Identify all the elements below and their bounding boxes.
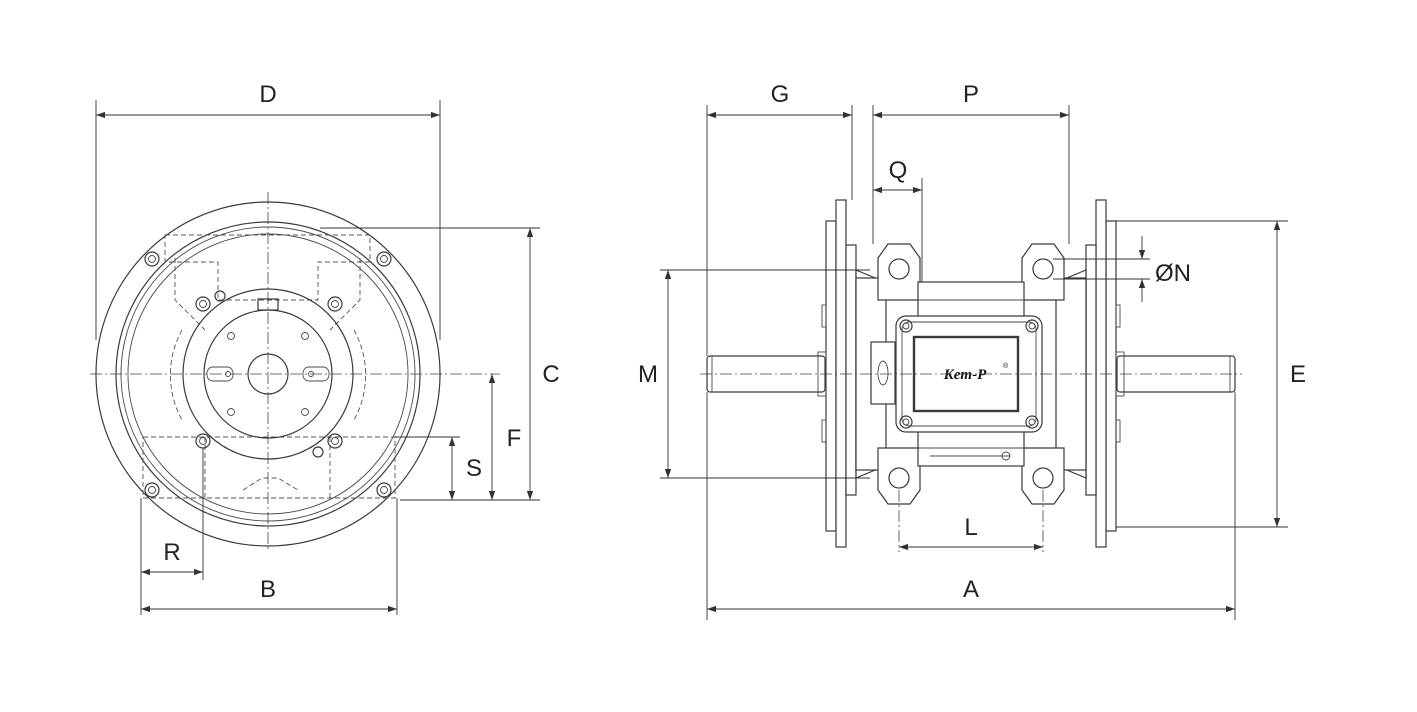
dim-A: A xyxy=(706,392,1236,620)
dim-M: M xyxy=(638,269,870,479)
flange-left-collar xyxy=(845,244,857,496)
side-view: Kem-P ® G P xyxy=(638,81,1306,620)
hidden-housing xyxy=(142,234,396,499)
flange-right-collar xyxy=(1085,244,1097,496)
label-F: F xyxy=(507,425,522,452)
dim-R: R xyxy=(140,448,204,615)
flange-right-outer xyxy=(1105,220,1117,532)
dim-E: E xyxy=(1116,220,1306,528)
label-M: M xyxy=(638,361,658,388)
dim-N: ØN xyxy=(1053,236,1191,302)
flange-left-inner xyxy=(835,199,847,548)
dim-B: B xyxy=(141,498,398,615)
label-C: C xyxy=(542,361,559,388)
dim-G: G xyxy=(706,81,853,356)
label-G: G xyxy=(771,81,790,108)
label-N: ØN xyxy=(1155,260,1191,287)
brand-logo: Kem-P xyxy=(943,367,987,383)
mounting-bolts xyxy=(144,251,392,498)
flange-right-inner xyxy=(1095,199,1107,548)
label-P: P xyxy=(963,81,979,108)
dim-D: D xyxy=(95,81,441,340)
front-view: D C F S R B xyxy=(90,81,560,615)
flange-left-outer xyxy=(825,220,837,532)
mounting-lugs xyxy=(877,243,1065,505)
label-D: D xyxy=(259,81,276,108)
label-R: R xyxy=(163,539,180,566)
label-A: A xyxy=(963,576,979,603)
label-L: L xyxy=(964,514,977,541)
dim-Q: Q xyxy=(873,157,923,282)
registered-mark: ® xyxy=(1003,362,1009,370)
label-E: E xyxy=(1290,361,1306,388)
label-B: B xyxy=(260,576,276,603)
dim-F: F xyxy=(488,374,522,500)
hub-holes xyxy=(227,332,309,416)
label-S: S xyxy=(466,455,482,482)
cable-gland xyxy=(870,341,896,405)
dim-C: C xyxy=(320,227,560,501)
dim-S: S xyxy=(395,436,482,500)
dim-L: L xyxy=(899,514,1043,551)
eccentric-weight-right xyxy=(302,366,330,382)
dim-P: P xyxy=(872,81,1070,244)
label-Q: Q xyxy=(889,157,908,184)
